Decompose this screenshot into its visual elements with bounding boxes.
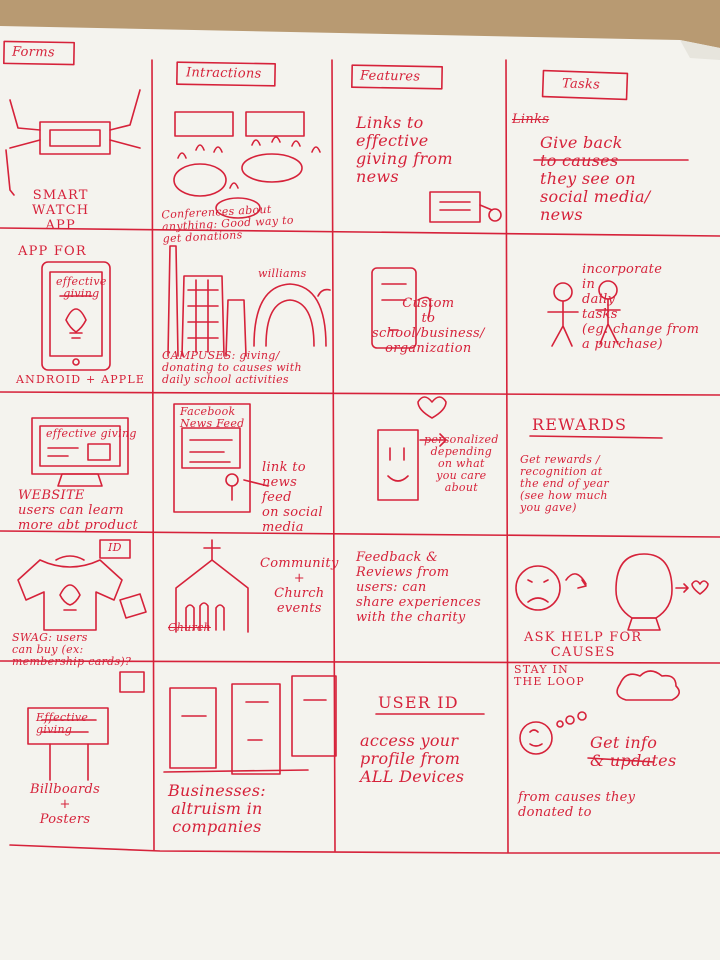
r4-interaction-label: Community + Church events (260, 556, 339, 616)
header-forms: Forms (11, 44, 55, 61)
r1-task-label: Give back to causes they see on social m… (540, 133, 651, 224)
r5-feature-label: access your profile from ALL Devices (360, 731, 465, 786)
r2-interaction-label: CAMPUSES: giving/ donating to causes wit… (162, 349, 302, 386)
r3-task-label: Get rewards / recognition at the end of … (520, 453, 609, 514)
people-sketch (547, 280, 621, 347)
r2-form-bottom: ANDROID + APPLE (16, 373, 146, 386)
r4-interaction-struck: Church (168, 621, 211, 634)
phone-sketch (41, 261, 111, 371)
header-tasks: Tasks (561, 76, 601, 93)
r5-form-board: Effective giving (36, 711, 89, 736)
header-features: Features (359, 68, 421, 85)
website-sketch (31, 417, 129, 487)
facebook-feed-sketch (173, 403, 269, 513)
header-box-forms (3, 40, 75, 66)
r5-interaction-label: Businesses: altruism in companies (168, 781, 266, 836)
r3-interaction-label: link to news feed on social media (262, 460, 323, 535)
r5-task-label: Get info & updates (590, 733, 677, 770)
billboard-sketch (27, 671, 145, 781)
r1-form-label: SMART WATCH APP (32, 188, 90, 233)
r1-task-struck: Links (512, 112, 550, 127)
r5-feature-title: USER ID (378, 693, 459, 712)
r3-feature-label: personalized depending on what you care … (424, 433, 499, 494)
swag-shirt-sketch (17, 539, 147, 631)
r2-form-screen: effective giving (56, 275, 107, 300)
church-sketch (175, 539, 249, 633)
r5-task-top: STAY IN THE LOOP (514, 663, 585, 688)
r3-form-label: WEBSITE users can learn more abt product (18, 488, 138, 533)
business-buildings-sketch (163, 675, 337, 775)
r4-form-label: SWAG: users can buy (ex: membership card… (12, 631, 132, 668)
personalized-smiley-sketch (377, 396, 447, 501)
r5-form-label: Billboards + Posters (30, 782, 101, 827)
smartwatch-sketch (5, 89, 141, 196)
r3-task-title: REWARDS (532, 415, 628, 434)
news-laptop-sketch (429, 191, 502, 223)
r1-feature-label: Links to effective giving from news (356, 113, 453, 186)
r4-task-label: ASK HELP FOR CAUSES (524, 630, 643, 660)
grid-lines (0, 59, 720, 854)
r2-task-label: incorporate in daily tasks (eg. change f… (582, 262, 700, 352)
ask-help-sketch (515, 553, 709, 631)
r5-task-bottom: from causes they donated to (518, 790, 636, 820)
r2-feature-label: Custom to school/business/ organization (372, 296, 485, 356)
header-box-interactions (176, 61, 276, 87)
r2-interaction-word: williams (258, 267, 307, 280)
r3-form-screen: effective giving (46, 427, 137, 440)
paper-sheet (0, 26, 720, 960)
r1-interaction-label: Conferences about anything: Good way to … (161, 202, 295, 246)
campus-sketch (167, 245, 331, 357)
r2-form-top: APP FOR (18, 244, 87, 259)
r3-interaction-screen: Facebook News Feed (180, 405, 245, 430)
r4-form-tag: ID (108, 541, 122, 554)
header-box-tasks (541, 69, 629, 101)
r4-feature-label: Feedback & Reviews from users: can share… (356, 550, 482, 625)
header-box-features (351, 64, 443, 90)
stay-in-loop-sketch (519, 670, 680, 763)
conference-sketch (173, 111, 321, 219)
header-interactions: Intractions (185, 65, 262, 82)
custom-device-sketch (371, 267, 432, 349)
